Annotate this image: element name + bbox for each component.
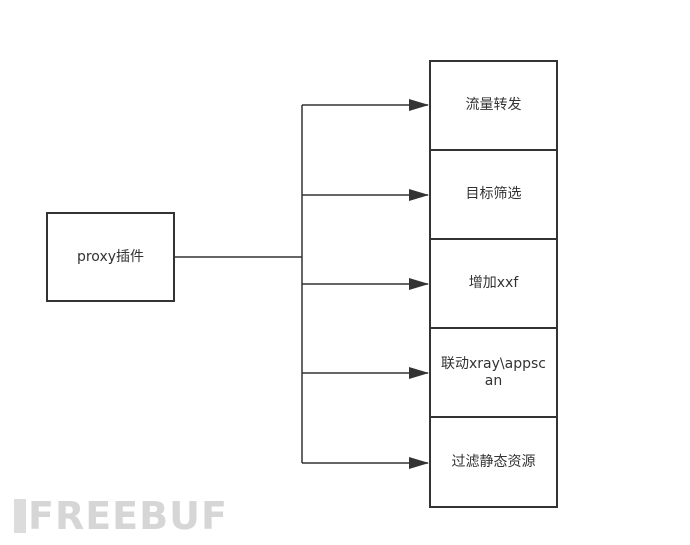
add-xxf-box: 增加xxf [429, 238, 558, 329]
proxy-plugin-box: proxy插件 [46, 212, 175, 302]
proxy-plugin-label: proxy插件 [76, 248, 145, 265]
traffic-forwarding-label: 流量转发 [465, 97, 522, 113]
add-xxf-label: 增加xxf [468, 275, 519, 291]
link-scanner-box: 联动xray\appscan [429, 327, 558, 418]
link-scanner-label: 联动xray\appscan [441, 355, 546, 389]
freebuf-watermark: FREEBUF [14, 494, 228, 538]
target-filtering-label: 目标筛选 [465, 186, 522, 202]
target-filtering-box: 目标筛选 [429, 149, 558, 240]
watermark-text: FREEBUF [28, 494, 228, 538]
freebuf-logo-icon [14, 499, 26, 533]
traffic-forwarding-box: 流量转发 [429, 60, 558, 151]
filter-static-resources-box: 过滤静态资源 [429, 416, 558, 508]
filter-static-resources-label: 过滤静态资源 [451, 453, 536, 470]
